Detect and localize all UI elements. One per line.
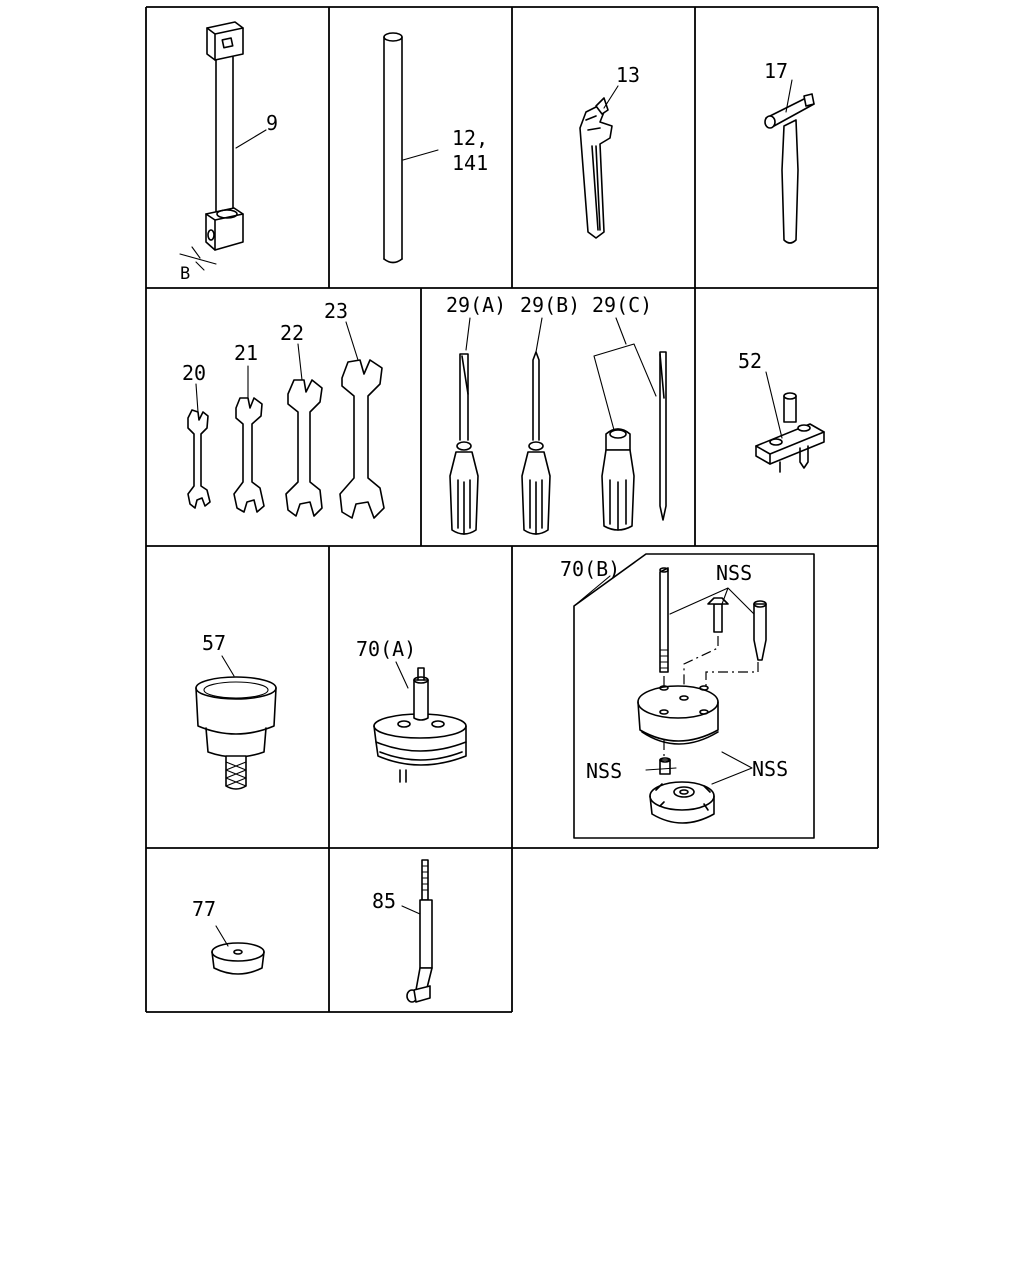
press-tool-set-70b [573, 553, 815, 839]
label-22: 22 [280, 321, 304, 345]
dimension-b [179, 246, 217, 271]
label-12: 12, [452, 126, 488, 150]
label-b: B [180, 264, 190, 284]
label-77: 77 [192, 897, 216, 921]
label-nss-bolts: NSS [716, 561, 752, 585]
puller-52 [755, 371, 825, 473]
press-tool-70a [373, 661, 467, 783]
label-70b: 70(B) [560, 557, 620, 581]
label-85: 85 [372, 889, 396, 913]
label-20: 20 [182, 361, 206, 385]
tool-85 [401, 859, 433, 1003]
label-9: 9 [266, 111, 278, 135]
wrench-22 [285, 343, 323, 517]
wrench-20 [187, 383, 211, 509]
label-13: 13 [616, 63, 640, 87]
label-23: 23 [324, 299, 348, 323]
wrench-23 [339, 321, 385, 519]
tommy-bar-12-141 [383, 32, 439, 264]
label-29b: 29(B) [520, 293, 580, 317]
screwdriver-29c [593, 317, 667, 531]
grid-frame [145, 6, 879, 1013]
label-21: 21 [234, 341, 258, 365]
label-nss-pin: NSS [586, 759, 622, 783]
label-17: 17 [764, 59, 788, 83]
label-29c: 29(C) [592, 293, 652, 317]
cap-77 [211, 925, 265, 975]
label-nss-base: NSS [752, 757, 788, 781]
adjustable-wrench-13 [579, 85, 619, 239]
screwdriver-29b [521, 317, 551, 535]
hammer-17 [764, 79, 815, 244]
screwdriver-29a [449, 317, 479, 535]
box-wrench-9 [205, 21, 267, 251]
label-57: 57 [202, 631, 226, 655]
label-141: 141 [452, 151, 488, 175]
label-52: 52 [738, 349, 762, 373]
cup-tool-57 [195, 655, 277, 790]
wrench-21 [233, 365, 265, 513]
label-70a: 70(A) [356, 637, 416, 661]
label-29a: 29(A) [446, 293, 506, 317]
